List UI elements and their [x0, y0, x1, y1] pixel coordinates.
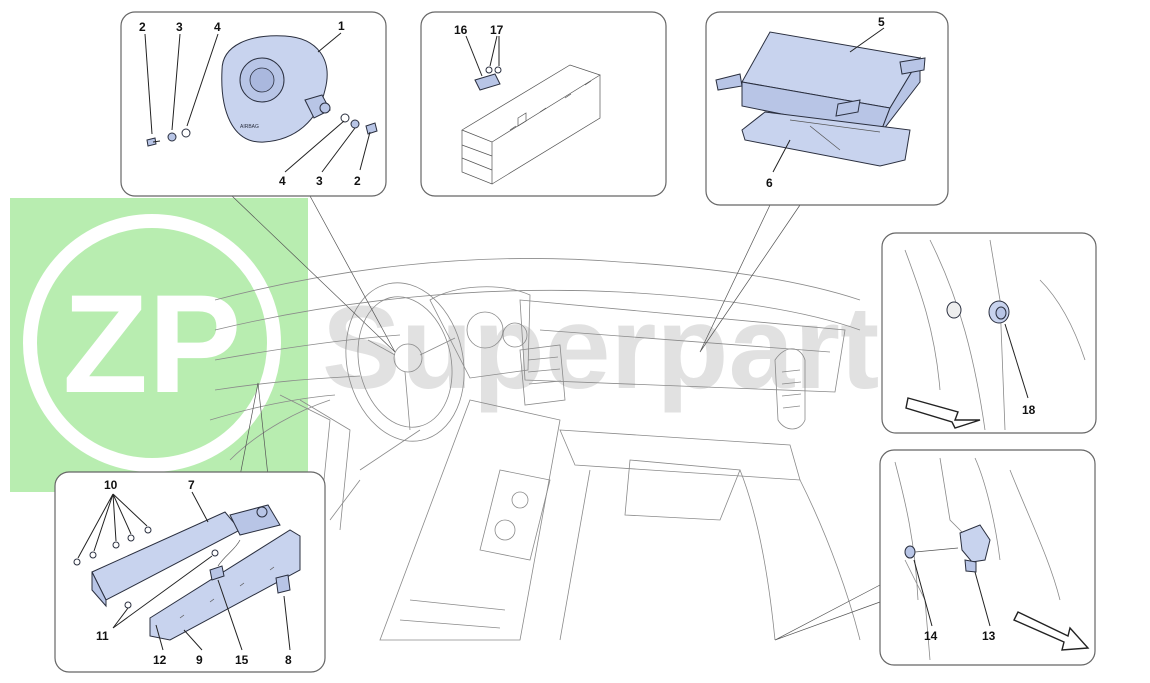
- watermark-text: Superparts: [322, 282, 945, 414]
- watermark: ZP: [10, 198, 308, 492]
- cover-8: [275, 574, 291, 594]
- callout-10: 10: [104, 478, 118, 492]
- callout-16: 16: [454, 23, 468, 37]
- callout-11: 11: [96, 629, 109, 643]
- panel-impact-sensor: 14 13: [879, 449, 1096, 666]
- direction-arrow-icon: [905, 397, 981, 429]
- callout-5: 5: [878, 15, 885, 29]
- callout-12: 12: [153, 653, 167, 667]
- callout-13: 13: [982, 629, 996, 643]
- callout-3-right: 3: [316, 174, 323, 188]
- panel-border: [420, 11, 667, 197]
- panel-border: [879, 449, 1096, 666]
- callout-2-right: 2: [354, 174, 361, 188]
- watermark-ring: [23, 214, 281, 472]
- airbag-badge-text: AIRBAG: [240, 124, 259, 130]
- sensor-16: [474, 73, 501, 91]
- callout-3-left: 3: [176, 20, 183, 34]
- callout-7: 7: [188, 478, 195, 492]
- impact-sensor-13: [959, 524, 991, 563]
- callout-15: 15: [235, 653, 249, 667]
- callout-14: 14: [924, 629, 938, 643]
- direction-arrow-icon: [1013, 611, 1090, 651]
- callout-9: 9: [196, 653, 203, 667]
- callout-6: 6: [766, 176, 773, 190]
- panel-steering-airbag: AIRBAG 2 3 4 1 4 3 2: [120, 11, 387, 197]
- callout-4-left: 4: [214, 20, 221, 34]
- panel-component-18: 18: [881, 232, 1097, 434]
- callout-1: 1: [338, 19, 345, 33]
- callout-2-left: 2: [139, 20, 146, 34]
- callout-18: 18: [1022, 403, 1036, 417]
- callout-8: 8: [285, 653, 292, 667]
- panel-side-airbag: 10 7 11 12 9 15 8: [54, 471, 326, 673]
- panel-bracket-sensor: 16 17: [420, 11, 667, 197]
- callout-4-right: 4: [279, 174, 286, 188]
- panel-passenger-airbag: 5 6: [705, 11, 949, 206]
- callout-17: 17: [490, 23, 504, 37]
- watermark-green-block: [10, 198, 308, 492]
- callout-pointers: [231, 195, 881, 641]
- dashboard-sketch: [209, 258, 861, 641]
- bolt-14: [904, 545, 916, 559]
- bracket-9: [149, 529, 301, 641]
- watermark-logo: ZP: [63, 265, 242, 422]
